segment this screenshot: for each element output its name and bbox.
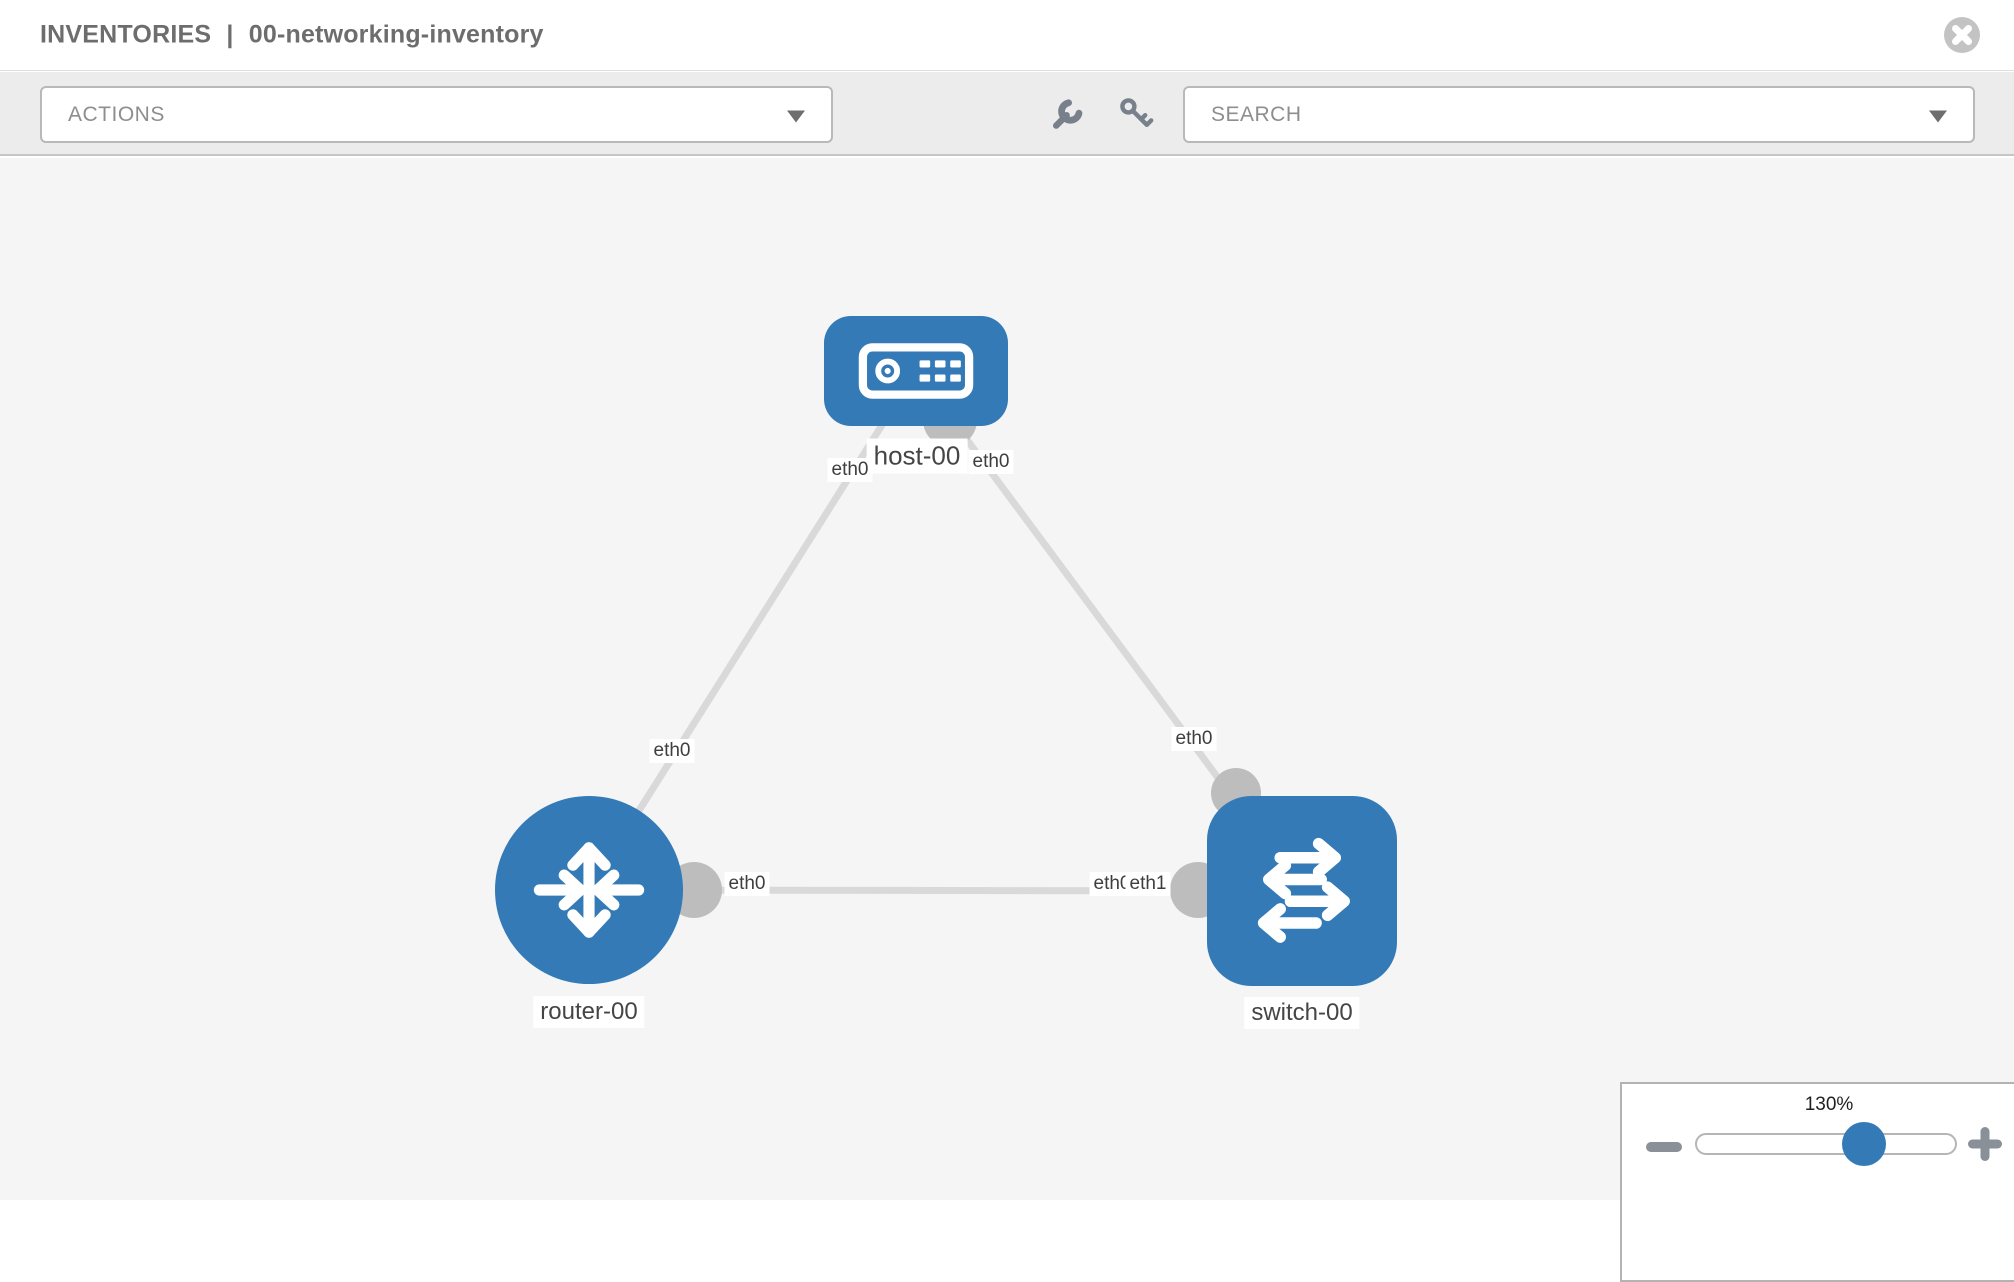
- wrench-icon: [1053, 99, 1083, 129]
- zoom-panel: 130%: [1620, 1082, 2014, 1282]
- zoom-slider-track[interactable]: [1695, 1133, 1957, 1155]
- zoom-slider-thumb[interactable]: [1842, 1122, 1886, 1166]
- switch-arrows-icon: [1257, 837, 1350, 943]
- interface-label-switch-eth1: eth1: [1125, 872, 1171, 896]
- link-host-router[interactable]: [586, 369, 919, 892]
- node-host-00[interactable]: [824, 316, 1008, 426]
- inventory-name: 00-networking-inventory: [248, 20, 544, 49]
- interface-label-router-eth0-up: eth0: [649, 739, 695, 763]
- plus-icon: [1968, 1127, 2002, 1161]
- node-label-host: host-00: [866, 438, 968, 474]
- chevron-down-icon: [1929, 109, 1947, 122]
- close-button[interactable]: [1943, 16, 1981, 54]
- key-icon: [1120, 98, 1154, 127]
- toolbar: ACTIONS SEARCH: [0, 72, 2014, 156]
- router-arrows-icon: [533, 842, 645, 938]
- search-dropdown-label: SEARCH: [1211, 102, 1302, 126]
- header-bar: INVENTORIES | 00-networking-inventory: [0, 0, 2014, 71]
- circle-x-icon: [1944, 17, 1980, 53]
- zoom-out-button[interactable]: [1646, 1139, 1682, 1157]
- key-button[interactable]: [1116, 94, 1156, 134]
- node-switch-00[interactable]: [1207, 796, 1397, 986]
- interface-label-host-eth0-right: eth0: [968, 450, 1014, 474]
- zoom-in-button[interactable]: [1968, 1127, 2002, 1166]
- interface-label-host-eth0-left: eth0: [827, 458, 873, 482]
- minus-icon: [1646, 1142, 1682, 1152]
- interface-label-router-eth0-side: eth0: [724, 872, 770, 896]
- page-title: INVENTORIES | 00-networking-inventory: [40, 21, 544, 50]
- search-dropdown[interactable]: SEARCH: [1183, 86, 1975, 143]
- server-icon: [858, 343, 974, 399]
- actions-dropdown-label: ACTIONS: [68, 102, 165, 126]
- topology-canvas[interactable]: host-00 router-00 switch-00 eth0 eth0 et…: [0, 158, 2014, 1282]
- page-title-separator: |: [226, 20, 234, 49]
- node-router-00[interactable]: [495, 796, 683, 984]
- node-label-router: router-00: [533, 996, 645, 1028]
- actions-dropdown[interactable]: ACTIONS: [40, 86, 833, 143]
- chevron-down-icon: [787, 109, 805, 122]
- node-label-switch: switch-00: [1244, 997, 1360, 1029]
- zoom-level: 130%: [1804, 1094, 1854, 1115]
- interface-label-switch-eth0: eth0: [1171, 727, 1217, 751]
- page-title-section: INVENTORIES: [40, 20, 212, 49]
- wrench-button[interactable]: [1047, 94, 1087, 134]
